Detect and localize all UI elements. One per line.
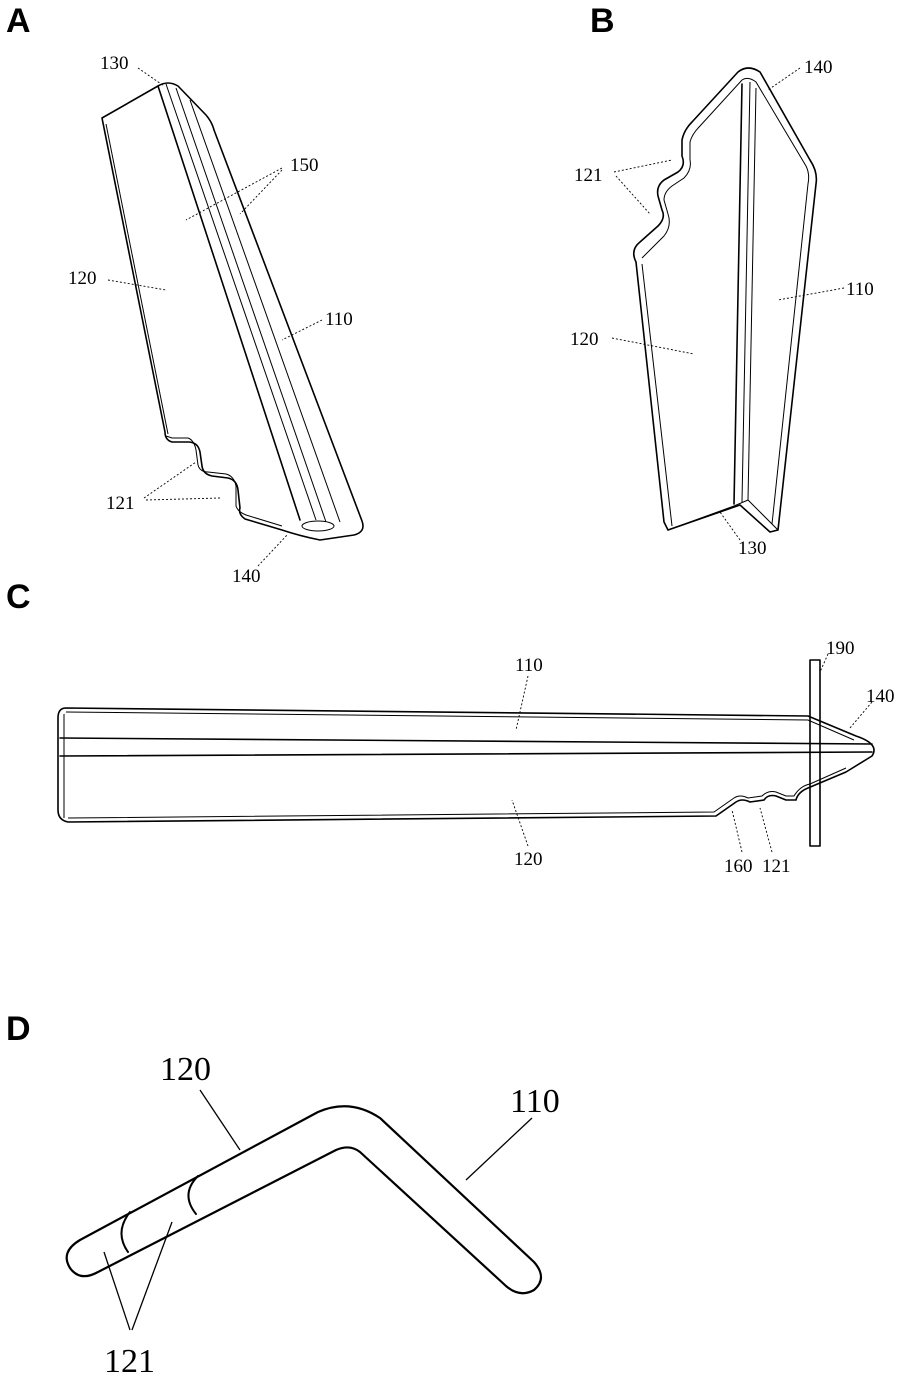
label-110: 110 (846, 279, 874, 300)
groove-divider-2 (187, 1175, 199, 1215)
label-120: 120 (514, 849, 543, 870)
leader-121 (759, 807, 773, 853)
panel-b: B 140 121 110 120 130 (570, 2, 874, 559)
leader-190 (819, 653, 829, 673)
label-120: 120 (570, 329, 599, 350)
panel-c-letter: C (6, 578, 31, 616)
bottom-edge-inner (67, 767, 847, 819)
panel-c: C 110 190 140 120 160 12 (6, 578, 895, 877)
leader-150a (185, 167, 283, 221)
leader-140 (767, 67, 801, 91)
panel-d-letter: D (6, 1010, 31, 1048)
panel-b-letter: B (590, 2, 615, 40)
panel-a: A 130 150 120 110 (6, 2, 364, 587)
label-121: 121 (574, 165, 603, 186)
leader-120 (199, 1089, 241, 1151)
top-inner-edge (641, 77, 810, 525)
label-140: 140 (804, 57, 833, 78)
blade-outline (101, 82, 364, 541)
label-121: 121 (762, 856, 791, 877)
leader-121b (615, 175, 651, 215)
label-110: 110 (325, 309, 353, 330)
marker-bar-190 (809, 659, 821, 847)
leader-120 (611, 337, 695, 355)
spine-line-1 (59, 737, 873, 745)
leader-110 (777, 287, 845, 301)
panel-c-drawing (57, 653, 875, 853)
leader-121a (613, 159, 673, 173)
leader-121b (131, 1221, 173, 1331)
leader-120 (511, 799, 529, 847)
leader-110 (465, 1117, 533, 1181)
label-150: 150 (290, 155, 319, 176)
label-160: 160 (724, 856, 753, 877)
label-130: 130 (738, 538, 767, 559)
spine-line-1 (733, 83, 743, 505)
leader-140 (257, 533, 289, 567)
top-edge-inner (65, 711, 855, 741)
ridge-line-4 (189, 99, 341, 523)
leader-121b (145, 497, 221, 501)
panel-a-drawing (101, 67, 364, 567)
leader-160 (731, 809, 743, 853)
blade-outline (57, 707, 875, 823)
label-130: 130 (100, 53, 129, 74)
notch-inner-edge (165, 435, 283, 527)
leader-130 (137, 67, 165, 87)
label-140: 140 (866, 686, 895, 707)
label-121: 121 (104, 1343, 155, 1376)
panel-a-letter: A (6, 2, 31, 40)
spine-line-3 (747, 87, 757, 501)
label-140: 140 (232, 566, 261, 587)
panel-b-drawing (611, 67, 845, 541)
spine-line-2 (59, 751, 873, 757)
leader-130 (719, 511, 741, 541)
spine-line-2 (741, 81, 751, 503)
groove-divider-1 (120, 1211, 131, 1253)
label-120: 120 (160, 1051, 211, 1088)
blade-outline (632, 67, 818, 533)
ridge-line-2 (165, 83, 317, 521)
label-120: 120 (68, 268, 97, 289)
cross-section-outline (65, 1105, 543, 1295)
ridge-line-1 (157, 85, 301, 521)
leader-140 (849, 701, 873, 729)
leader-110 (515, 675, 529, 731)
leader-120 (107, 279, 167, 291)
panel-d-drawing (65, 1089, 543, 1331)
left-edge-inner (641, 263, 673, 527)
label-121: 121 (106, 493, 135, 514)
label-190: 190 (826, 638, 855, 659)
tip-end-140 (301, 520, 335, 532)
leader-110 (281, 319, 323, 341)
left-edge-inner (105, 123, 169, 435)
panel-d: D 120 110 121 (6, 1010, 560, 1376)
ridge-line-3 (175, 87, 327, 523)
leader-121a (143, 461, 197, 499)
label-110: 110 (510, 1083, 560, 1120)
leader-150b (239, 169, 283, 215)
label-110: 110 (515, 655, 543, 676)
leader-121a (103, 1251, 131, 1331)
bottom-edge (667, 499, 779, 531)
